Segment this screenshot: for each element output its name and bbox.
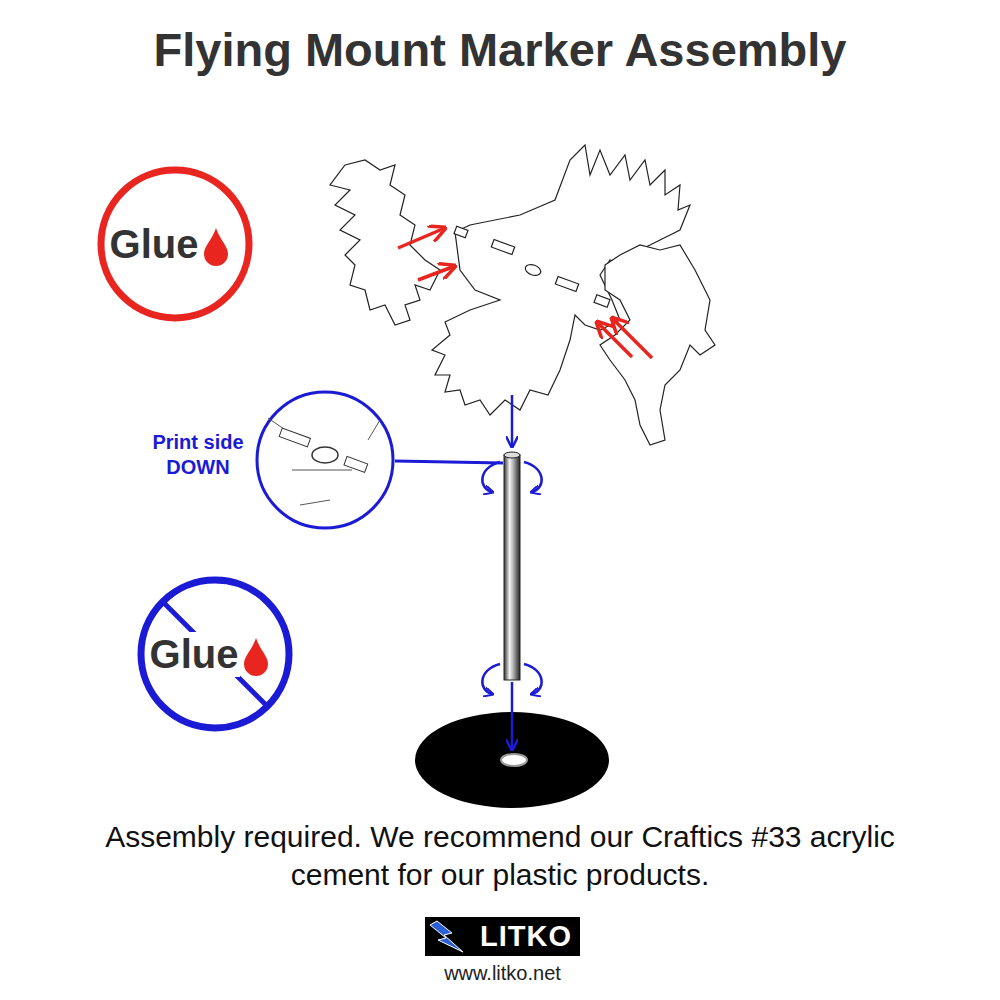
glue-arrow (398, 228, 445, 248)
logo-box: LITKO (425, 917, 580, 956)
title: Flying Mount Marker Assembly (0, 22, 1000, 77)
slot (555, 276, 578, 291)
logo-bolt (430, 921, 463, 952)
glue-arrows (398, 228, 652, 358)
rod (504, 455, 520, 680)
rotate-arrow (524, 462, 542, 492)
slot (454, 226, 468, 238)
glue-label: Glue (108, 222, 201, 267)
glue-drop (204, 228, 228, 266)
logo-ground (425, 917, 580, 956)
glue-arrow (597, 322, 632, 357)
slot (491, 239, 514, 254)
head-piece (600, 245, 715, 445)
assembly-arrows (482, 395, 541, 750)
base-hole (501, 754, 527, 766)
inset-detail (257, 392, 503, 528)
glue-label: Glue (148, 632, 241, 677)
website: www.litko.net (400, 962, 605, 985)
rotate-arrow (482, 462, 500, 492)
no-glue-circle: Glue (136, 575, 294, 733)
rotate-arrow (482, 664, 500, 694)
rod-top (504, 452, 520, 458)
glue-arrow (612, 318, 652, 358)
down-arrow (511, 395, 514, 447)
rotate-arrow (524, 664, 542, 694)
glue-circle: Glue (96, 165, 254, 323)
logo-text: LITKO (480, 920, 572, 953)
glue-drop (244, 638, 268, 676)
left-wing-piece (330, 160, 440, 325)
eagle-pieces (330, 145, 715, 445)
print-side-note: Print side DOWN (135, 430, 261, 480)
caption: Assembly required. We recommend our Craf… (100, 818, 900, 894)
slot (594, 295, 610, 307)
glue-arrow (418, 266, 455, 280)
down-arrow (511, 682, 514, 750)
peg-hole (524, 263, 542, 278)
